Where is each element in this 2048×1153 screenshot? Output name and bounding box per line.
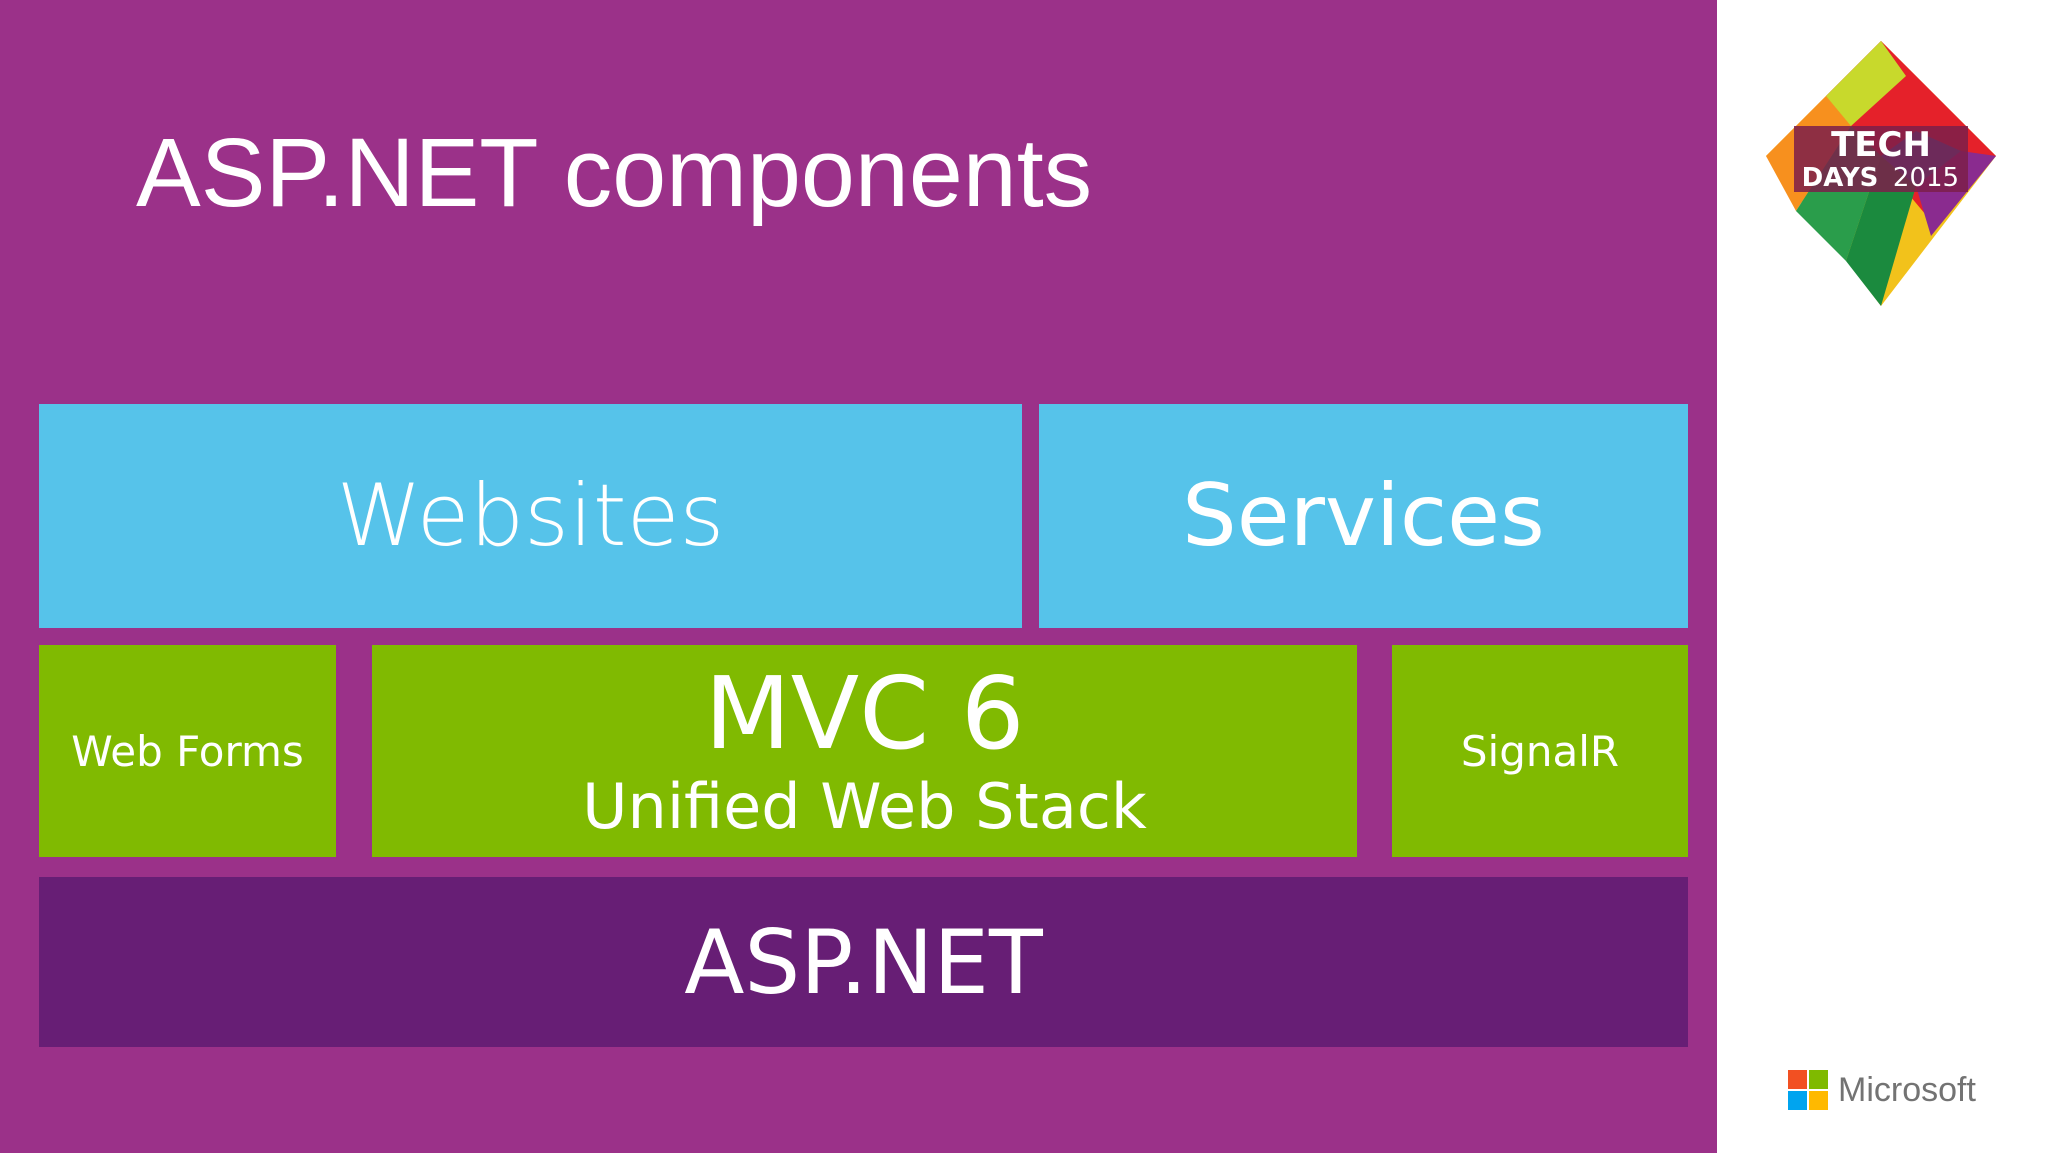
microsoft-brand: Microsoft [1788,1069,1976,1111]
mvc-subtitle: Unified Web Stack [582,770,1147,843]
logo-line1: TECH [1831,125,1931,165]
websites-tile: Websites [39,404,1022,628]
aspnet-tile: ASP.NET [39,877,1688,1047]
mvc-title: MVC 6 [704,655,1025,772]
techdays-logo: TECH DAYS 2015 [1756,36,2006,314]
web-forms-tile: Web Forms [39,645,336,857]
logo-line2: DAYS [1802,163,1879,193]
slide-title: ASP.NET components [136,118,1093,227]
slide-canvas: ASP.NET components Websites Services Web… [0,0,1717,1153]
microsoft-logo-icon [1788,1070,1828,1110]
microsoft-label: Microsoft [1838,1070,1976,1109]
techdays-logo-icon: TECH DAYS 2015 [1766,41,1996,306]
mvc-tile: MVC 6 Unified Web Stack [372,645,1357,857]
aspnet-label: ASP.NET [684,910,1043,1014]
signalr-tile: SignalR [1392,645,1688,857]
services-tile: Services [1039,404,1688,628]
web-forms-label: Web Forms [71,726,304,776]
services-label: Services [1182,466,1545,566]
logo-year: 2015 [1893,163,1959,193]
websites-label: Websites [336,466,725,566]
signalr-label: SignalR [1460,726,1620,776]
